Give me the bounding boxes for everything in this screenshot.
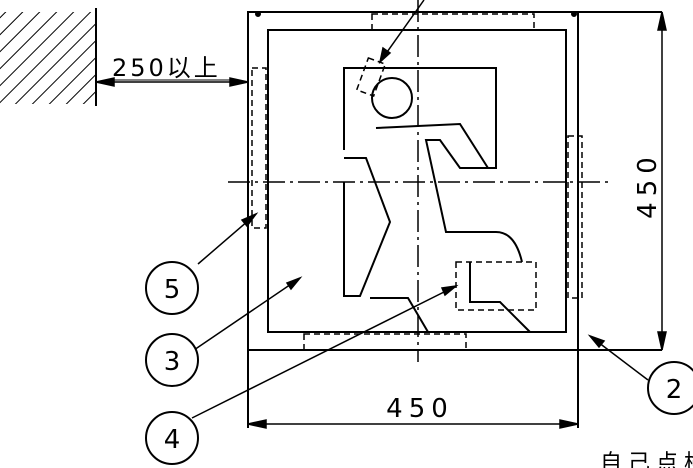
leader-lines <box>191 0 649 419</box>
callout-2-label: 2 <box>666 375 683 405</box>
callout-4-label: 4 <box>164 425 181 455</box>
dimension-clearance <box>95 77 249 87</box>
callout-4: 4 <box>145 411 199 465</box>
partial-edge-text: 自己点検 <box>600 451 693 468</box>
center-lines <box>228 0 608 362</box>
callout-3: 3 <box>145 333 199 387</box>
dimension-width <box>247 419 579 429</box>
callout-5: 5 <box>145 261 199 315</box>
dimension-height-label: 450 <box>633 151 663 219</box>
wall <box>0 8 97 106</box>
callout-3-label: 3 <box>164 347 181 377</box>
dimension-height <box>657 11 667 351</box>
hidden-components <box>251 13 583 351</box>
sign-frame <box>247 11 662 428</box>
running-man-icon <box>343 67 531 333</box>
callout-5-label: 5 <box>164 275 181 305</box>
dimension-clearance-label: 250以上 <box>112 54 221 82</box>
dimension-width-label: 450 <box>386 394 454 424</box>
callout-2: 2 <box>647 361 693 415</box>
